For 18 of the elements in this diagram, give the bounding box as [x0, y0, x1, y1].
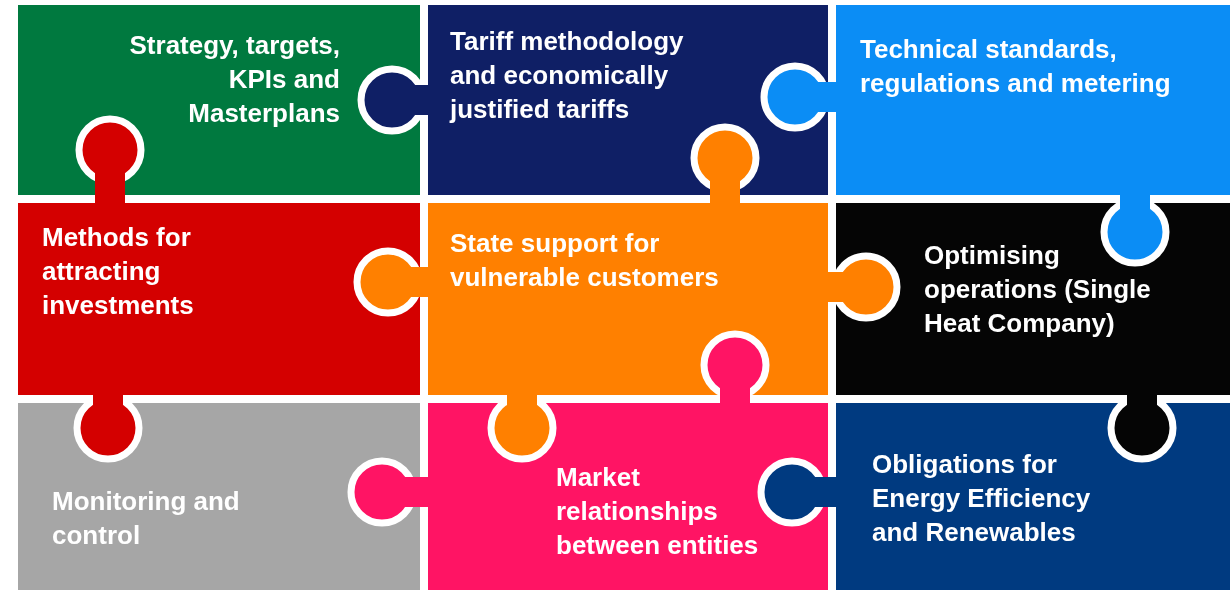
piece-label: Technical standards, regulations and metering	[860, 33, 1172, 100]
piece-label: Monitoring and control	[52, 485, 241, 552]
piece-label: Tariff methodology and economically justified tariffs	[450, 25, 685, 126]
piece-label: Optimising operations (Single Heat Company)	[924, 239, 1152, 340]
puzzle-piece	[18, 203, 420, 395]
puzzle-piece	[428, 403, 828, 590]
puzzle-piece	[836, 403, 1230, 590]
puzzle-piece	[428, 5, 828, 195]
piece-label: Strategy, targets, KPIs and Masterplans	[128, 29, 340, 130]
piece-label: Market relationships between entities	[556, 461, 760, 562]
piece-label: Methods for attracting investments	[42, 221, 195, 322]
puzzle-piece	[836, 203, 1230, 395]
puzzle-piece	[836, 5, 1230, 195]
piece-label: Obligations for Energy Efficiency and Renewables	[872, 448, 1092, 549]
piece-label: State support for vulnerable customers	[450, 227, 720, 294]
puzzle-piece	[18, 5, 420, 195]
puzzle-piece	[18, 403, 420, 590]
puzzle-piece	[428, 203, 828, 395]
